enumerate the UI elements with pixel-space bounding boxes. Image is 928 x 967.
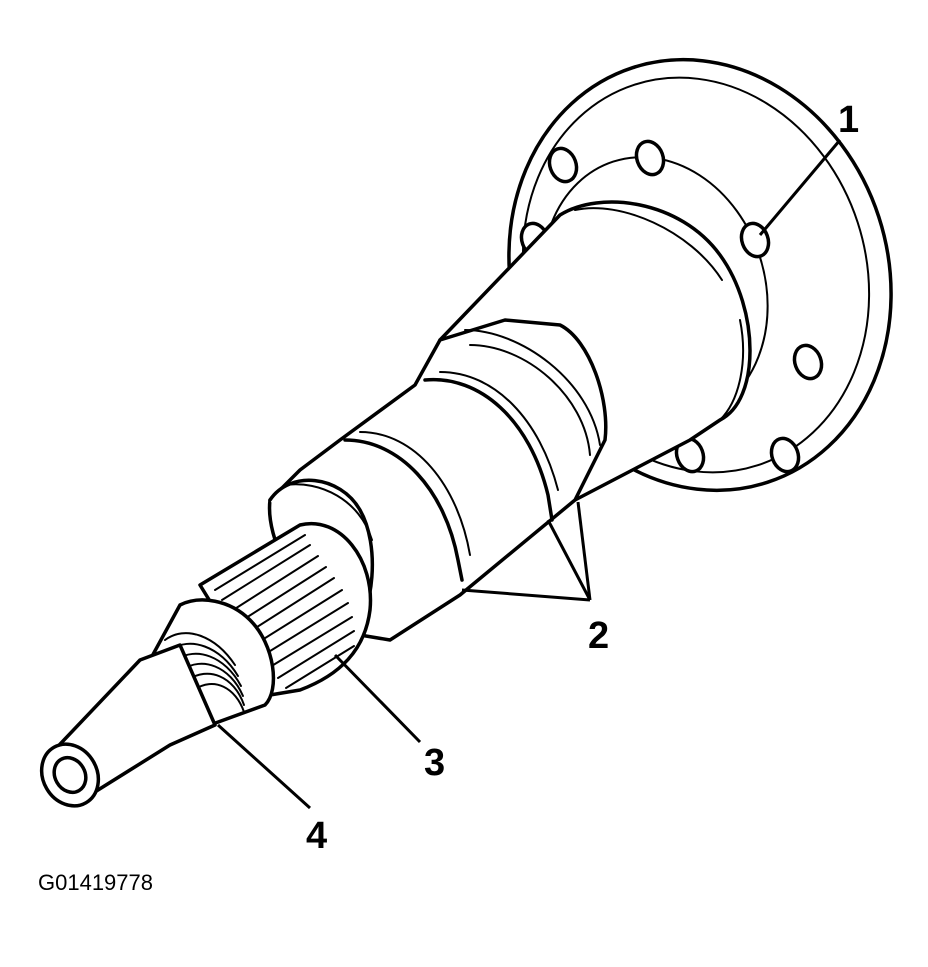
leader-2c xyxy=(576,501,592,601)
callout-4: 4 xyxy=(306,815,327,857)
callout-3: 3 xyxy=(424,742,445,784)
callout-2: 2 xyxy=(588,615,609,657)
leader-4 xyxy=(216,723,312,810)
leader-1 xyxy=(758,139,842,236)
leader-lines xyxy=(216,139,842,810)
leader-2a xyxy=(461,588,591,602)
leader-3 xyxy=(333,653,422,744)
figure-id: G01419778 xyxy=(38,870,153,895)
callout-1: 1 xyxy=(838,99,859,141)
leader-2b xyxy=(546,519,592,601)
threaded-section xyxy=(148,598,276,727)
shaft-pilot-end xyxy=(39,643,217,808)
